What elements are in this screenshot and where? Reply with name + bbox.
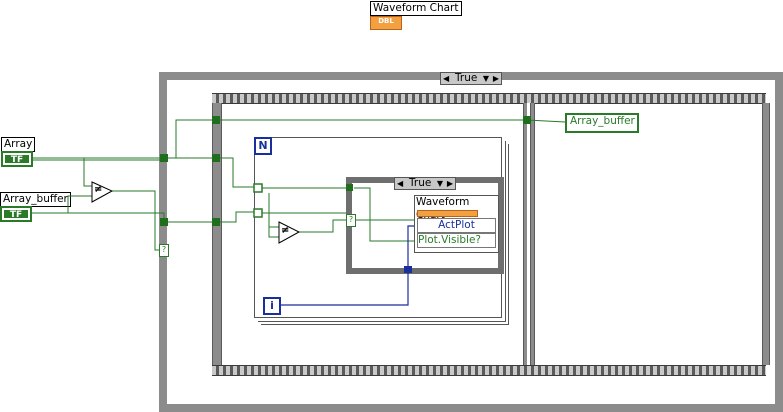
inner-case-value: True <box>409 177 432 189</box>
inner-case-selector[interactable]: ◀ True ▼ ▶ <box>394 177 456 190</box>
array-label: Array <box>1 137 36 152</box>
dbl-chart-terminal[interactable]: DBL <box>370 16 402 30</box>
waveform-chart-top-label: Waveform Chart <box>370 1 462 16</box>
sequence-right-border <box>762 103 770 365</box>
outer-case-selector[interactable]: ◀ True ▼ ▶ <box>440 72 502 85</box>
outer-case-selector-terminal[interactable]: ? <box>159 244 169 257</box>
sequence-top-filmstrip <box>212 93 766 104</box>
array-buffer-out-label: Array_buffer <box>568 115 637 128</box>
array-buffer-terminal[interactable]: TF <box>0 206 32 222</box>
array-terminal[interactable]: TF <box>1 151 33 167</box>
property-actplot[interactable]: ActPlot <box>417 218 496 233</box>
tf-indicator: TF <box>5 155 29 165</box>
chevron-down-icon[interactable]: ▼ <box>436 179 443 188</box>
array-buffer-label: Array_buffer <box>0 192 71 207</box>
property-plot-visible[interactable]: Plot.Visible? <box>417 233 496 248</box>
loop-count-terminal[interactable]: N <box>254 137 272 155</box>
waveform-chart-property-node[interactable]: Waveform Chart ActPlot Plot.Visible? <box>414 195 499 253</box>
sequence-bottom-filmstrip <box>212 365 766 376</box>
tf-indicator: TF <box>4 210 28 220</box>
outer-case-value: True <box>455 72 478 84</box>
not-equal-function-outer[interactable]: ≠ <box>94 184 103 195</box>
sequence-frame-divider <box>530 103 535 365</box>
sequence-frame-divider <box>527 103 530 365</box>
property-node-header-bar <box>417 210 478 217</box>
next-case-icon[interactable]: ▶ <box>492 74 499 83</box>
sequence-left-border <box>212 103 222 365</box>
inner-case-selector-terminal[interactable]: ? <box>346 214 356 227</box>
prev-case-icon[interactable]: ◀ <box>397 179 404 188</box>
next-case-icon[interactable]: ▶ <box>446 179 453 188</box>
loop-iteration-terminal[interactable]: i <box>263 297 281 315</box>
prev-case-icon[interactable]: ◀ <box>443 74 450 83</box>
array-buffer-out-terminal[interactable]: Array_buffer <box>565 113 639 133</box>
not-equal-function-inner[interactable]: ≠ <box>281 225 290 236</box>
chevron-down-icon[interactable]: ▼ <box>482 74 489 83</box>
